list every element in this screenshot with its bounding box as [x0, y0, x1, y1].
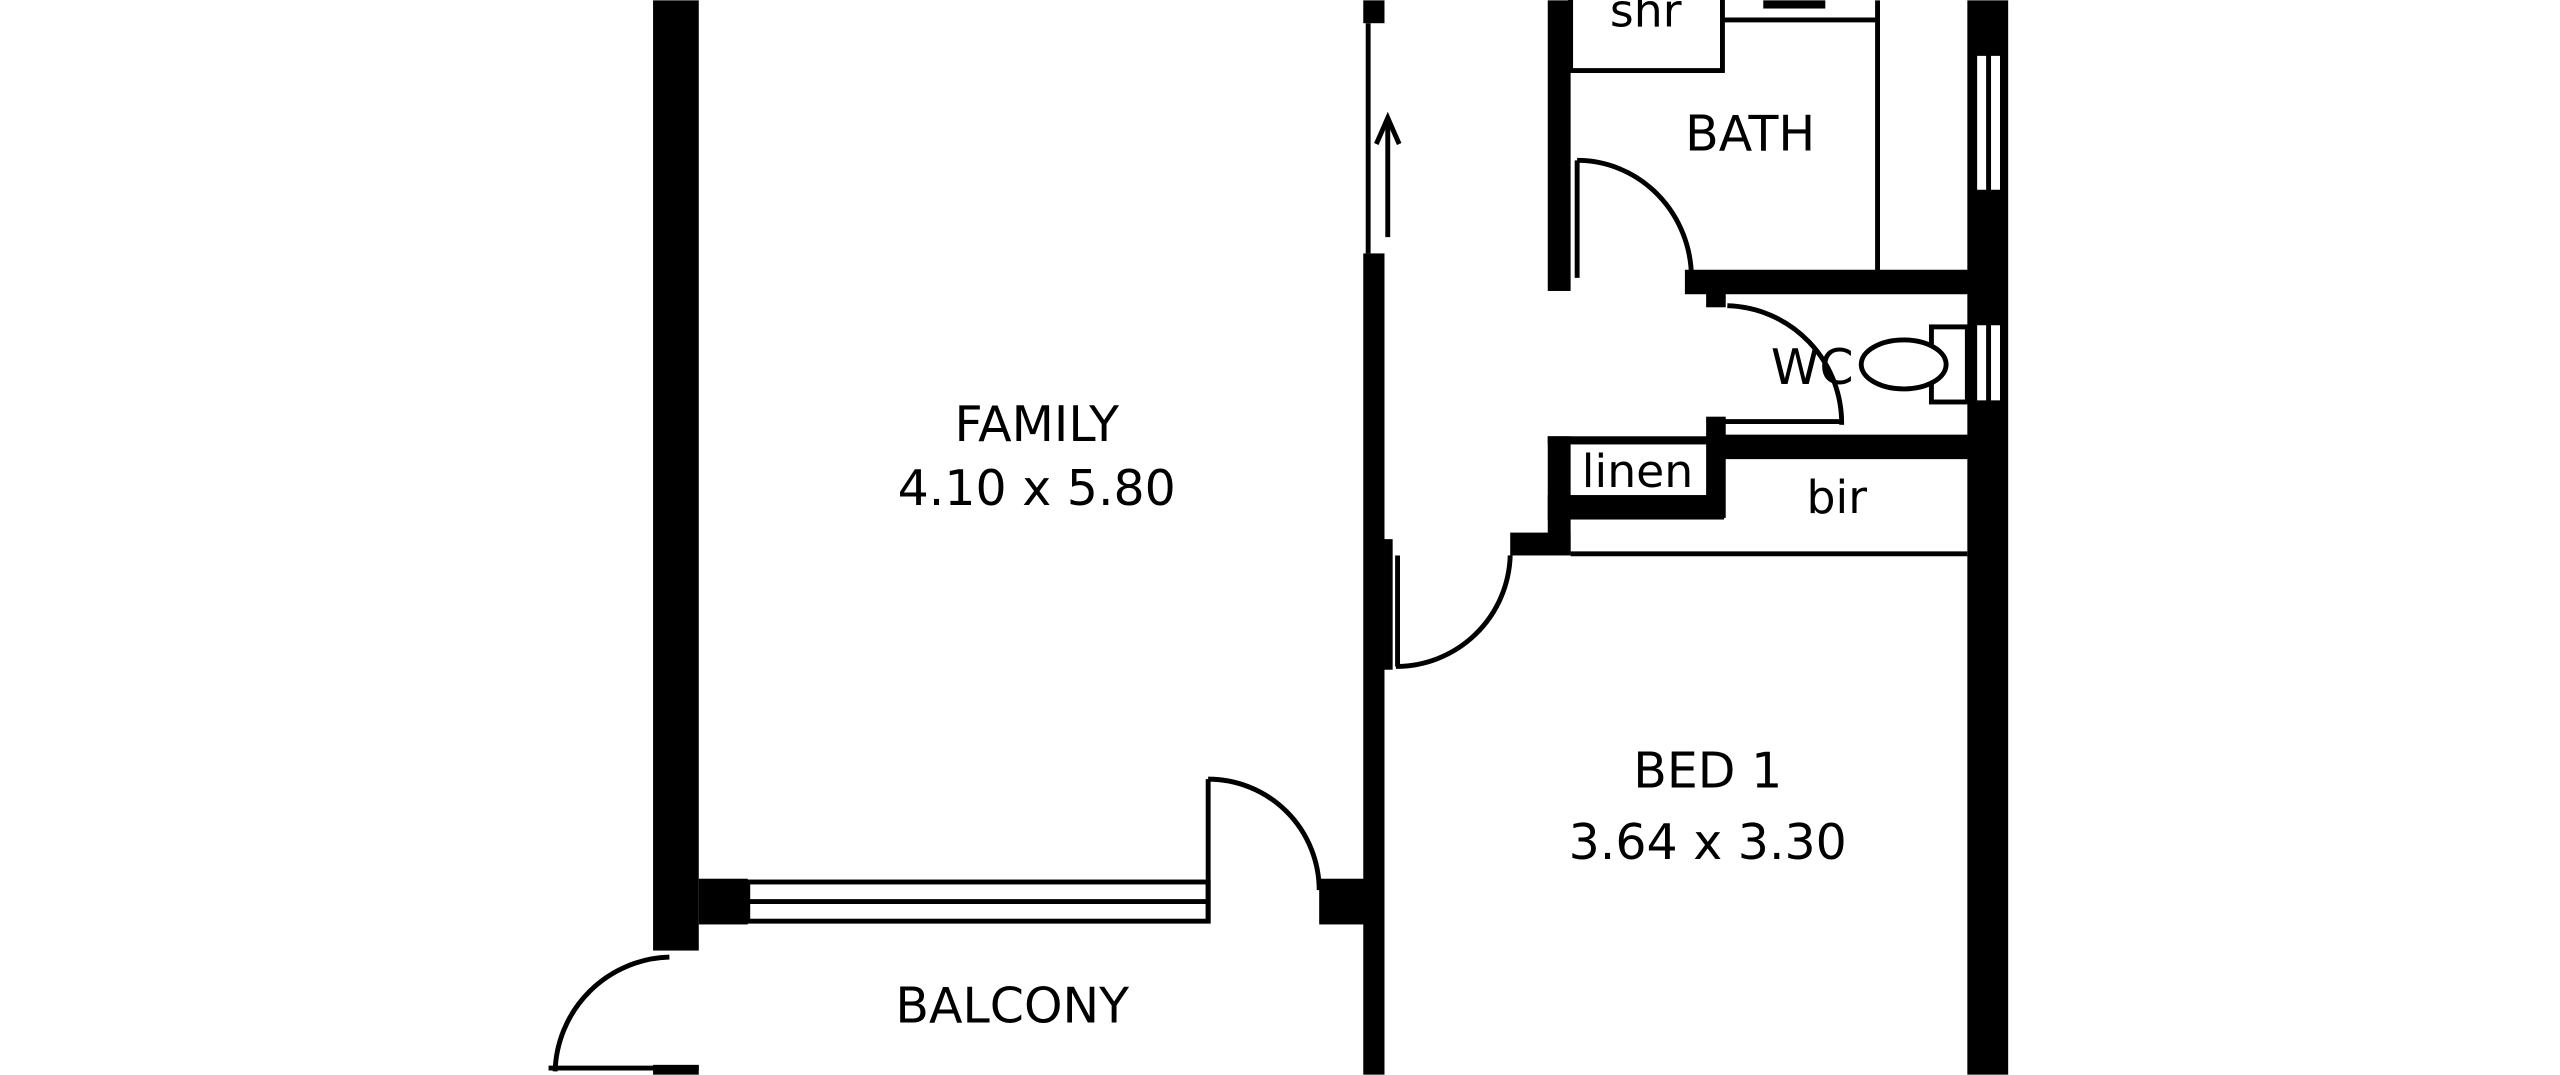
window-bath	[1973, 52, 2004, 194]
label-balcony: BALCONY	[895, 977, 1129, 1034]
label-bed1: BED 1	[1633, 742, 1782, 799]
door-wc	[1727, 303, 1845, 425]
label-linen: linen	[1582, 445, 1693, 498]
window-wc	[1973, 321, 2004, 404]
label-bed1-size: 3.64 x 3.30	[1569, 814, 1847, 871]
door-bath	[1577, 157, 1694, 278]
wall-family-right	[1363, 0, 1385, 24]
label-bir: bir	[1806, 471, 1867, 524]
door-balcony-entry	[552, 954, 670, 1072]
door-swing	[1208, 776, 1322, 891]
toilet-icon	[1858, 324, 1970, 405]
label-family-size: 4.10 x 5.80	[898, 460, 1176, 517]
label-bath: BATH	[1685, 106, 1815, 163]
label-family: FAMILY	[954, 396, 1119, 453]
label-shower: shr	[1610, 0, 1682, 37]
wall-hall	[1547, 0, 1571, 291]
door-bed1	[1395, 555, 1513, 669]
entry-arrow-icon	[1374, 111, 1402, 238]
wall-family-left	[653, 0, 699, 951]
label-wc: WC	[1771, 339, 1854, 396]
sliding-door	[698, 878, 1211, 925]
